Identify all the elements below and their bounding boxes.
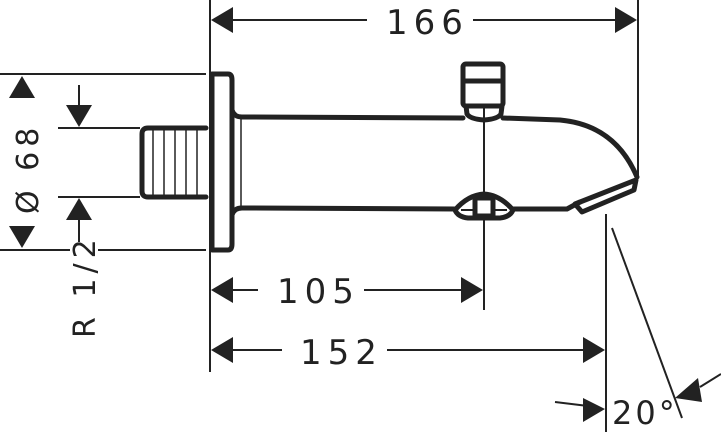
dimension-166: 166 bbox=[211, 3, 637, 43]
extension-lines bbox=[0, 0, 683, 432]
dimension-angle-20: 20° bbox=[540, 349, 721, 432]
diverter-knob bbox=[460, 61, 506, 123]
dimension-label-diameter-68: Ø 68 bbox=[11, 123, 46, 214]
dimension-105: 105 bbox=[211, 272, 483, 312]
dimension-label-angle: 20° bbox=[612, 394, 678, 432]
dimension-label-152: 152 bbox=[300, 333, 383, 373]
diverter-base bbox=[452, 191, 516, 221]
dimension-152: 152 bbox=[211, 333, 605, 373]
dimension-label-166: 166 bbox=[386, 3, 469, 43]
dimension-label-thread: R 1/2 bbox=[68, 234, 103, 338]
spout-body bbox=[139, 71, 640, 253]
dimension-thread-r12: R 1/2 bbox=[66, 85, 103, 338]
dimension-diameter-68: Ø 68 bbox=[9, 76, 46, 248]
dimension-label-105: 105 bbox=[277, 272, 360, 312]
